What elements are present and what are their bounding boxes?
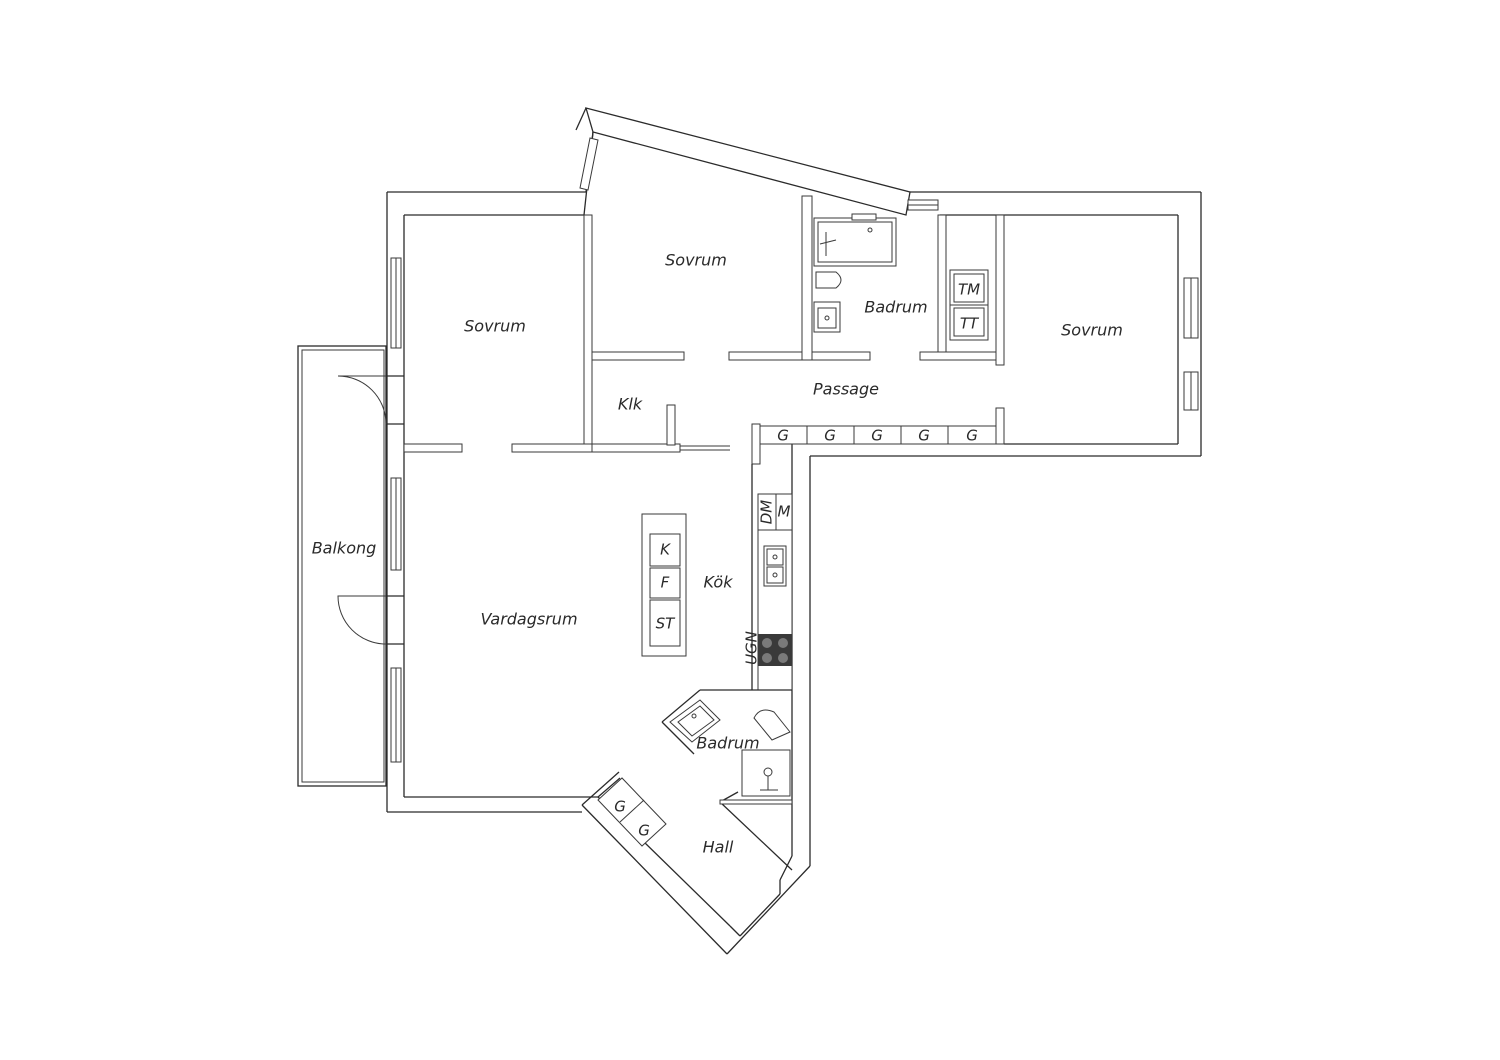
passage-wardrobes: G G G G G xyxy=(759,425,997,445)
room-label-hall: Hall xyxy=(703,838,734,857)
room-label-passage: Passage xyxy=(813,380,879,399)
room-label-bedroom-west: Sovrum xyxy=(464,317,526,336)
south-bathroom xyxy=(661,689,793,871)
oven-label: UGN xyxy=(743,631,761,665)
room-label-bathroom-south: Badrum xyxy=(696,734,759,753)
hall-wardrobes: G G xyxy=(597,777,667,847)
kitchen-island: K F ST xyxy=(641,513,687,657)
wardrobe-label: G xyxy=(918,427,930,445)
room-label-kitchen: Kök xyxy=(704,573,734,592)
windows xyxy=(390,137,1199,763)
room-label-bathroom-north: Badrum xyxy=(864,298,927,317)
wardrobe-label: G xyxy=(777,427,789,445)
wardrobe-label: G xyxy=(871,427,883,445)
balcony-doors xyxy=(337,375,404,645)
island-label: ST xyxy=(656,615,677,633)
north-bathroom-fixtures: TM TT xyxy=(813,213,989,341)
room-label-balcony: Balkong xyxy=(312,539,377,558)
room-label-bedroom-north: Sovrum xyxy=(665,251,727,270)
wardrobe-label: G xyxy=(824,427,836,445)
island-label: K xyxy=(660,541,671,559)
microwave-label: M xyxy=(778,503,791,521)
outer-walls xyxy=(386,107,1202,955)
interior-walls xyxy=(403,195,1005,690)
island-label: F xyxy=(661,574,670,592)
room-labels: Sovrum Sovrum Sovrum Badrum Klk Passage … xyxy=(312,251,1123,857)
room-label-bedroom-east: Sovrum xyxy=(1061,321,1123,340)
wardrobe-label: G xyxy=(614,798,626,816)
kitchen-counter: DM M UGN xyxy=(743,493,793,691)
room-label-living-room: Vardagsrum xyxy=(480,610,577,629)
wardrobe-label: G xyxy=(638,822,650,840)
wardrobe-label: G xyxy=(966,427,978,445)
tumble-dryer-label: TT xyxy=(960,315,980,333)
dishwasher-label: DM xyxy=(758,500,776,525)
washing-machine-label: TM xyxy=(958,281,980,299)
balcony xyxy=(297,345,387,787)
room-label-closet: Klk xyxy=(618,395,643,414)
